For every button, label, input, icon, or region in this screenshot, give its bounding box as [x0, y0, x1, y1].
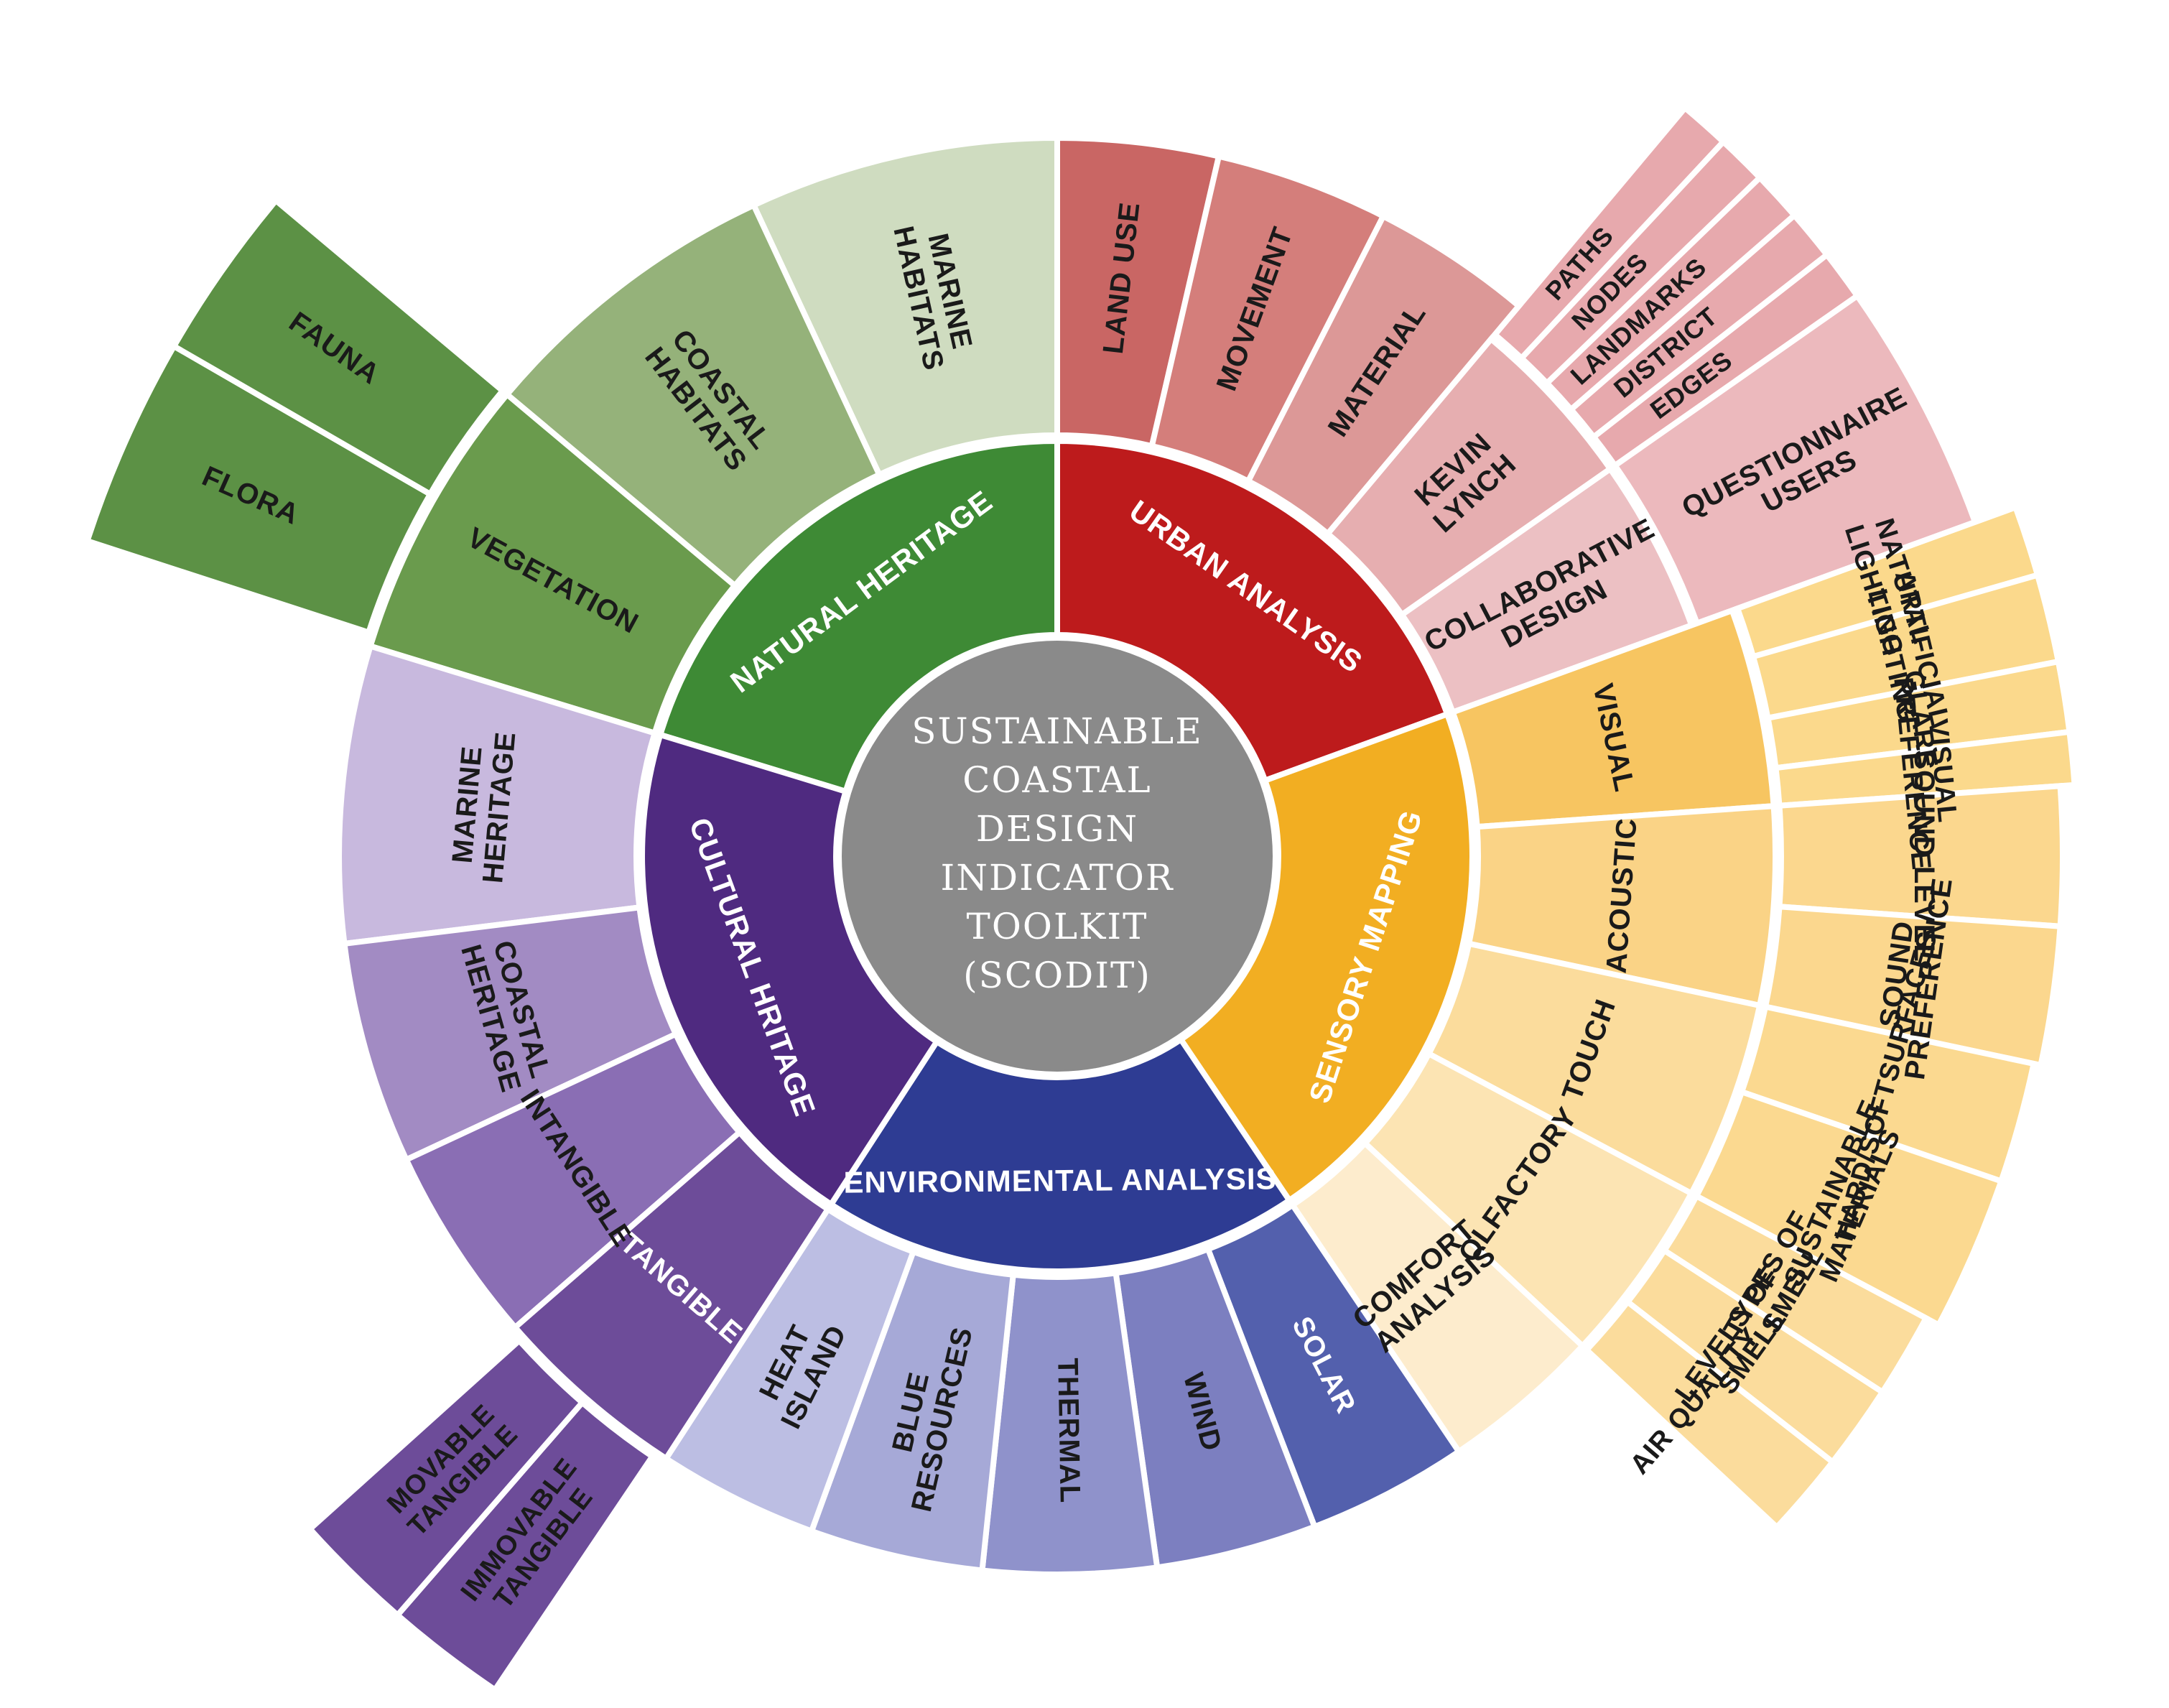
center-title-line: SUSTAINABLE [911, 710, 1202, 752]
detail-movable-tangible [305, 1336, 587, 1620]
subcategory-coastal-heritage [341, 904, 680, 1164]
subcategory-marine-heritage [336, 642, 659, 947]
subcategory-coastal-habitats [503, 201, 883, 590]
category-natural [656, 437, 1060, 795]
subcategory-label-thermal: THERMAL [1052, 1357, 1087, 1503]
detail-air-quality [1582, 1297, 1837, 1531]
category-urban [1054, 437, 1452, 784]
subcategory-vegetation [366, 390, 739, 737]
detail-fauna [169, 196, 507, 498]
center-title-line: (SCODIT) [963, 955, 1151, 996]
outer-ring [83, 103, 2078, 1694]
category-label-environmental: ENVIRONMENTAL ANALYSIS [843, 1161, 1276, 1199]
category-environmental [827, 1035, 1293, 1275]
center-title-line: TOOLKIT [967, 906, 1148, 947]
inner-ring [639, 437, 1475, 1275]
subcategory-label-marine-heritage: MARINEHERITAGE [445, 728, 521, 885]
detail-label-sound-level: SOUND LEVEL [1908, 750, 1940, 962]
center-title-line: DESIGN [976, 808, 1138, 850]
category-cultural [639, 731, 941, 1209]
subcategory-tangible [511, 1128, 832, 1463]
center-circle [842, 641, 1273, 1072]
subcategory-material [1244, 212, 1523, 538]
center-title-line: COASTAL [962, 759, 1152, 801]
middle-ring [336, 134, 1778, 1577]
subcategory-intangible [402, 1030, 744, 1332]
category-sensory [1176, 710, 1475, 1205]
detail-sustainable-materials [1692, 1088, 2005, 1329]
center-hub: SUSTAINABLE COASTAL DESIGN INDICATOR TOOLKIT… [842, 641, 1273, 1072]
center-title-line: INDICATOR [941, 857, 1174, 899]
